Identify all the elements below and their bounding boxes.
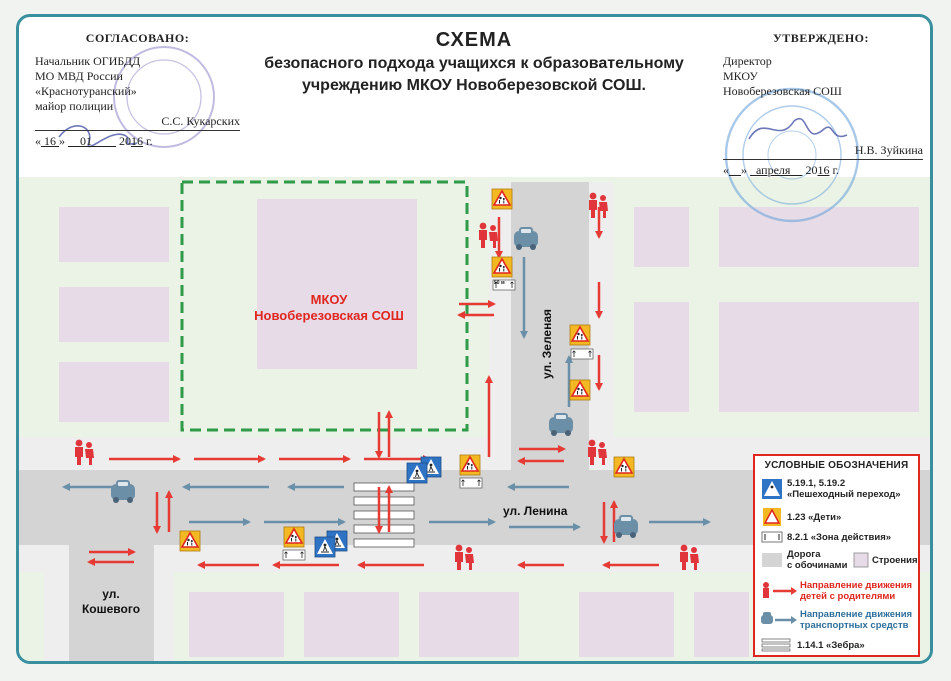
legend-item-zone: 8.2.1 «Зона действия» — [761, 531, 891, 543]
date-year-suffix: 16 — [817, 163, 830, 177]
legend-children-dir-1: Направление движения — [800, 580, 913, 591]
date-suffix: г. — [832, 163, 840, 177]
signer-name: Н.В. Зуйкина — [854, 143, 923, 157]
legend-item-zebra: 1.14.1 «Зебра» — [761, 638, 865, 652]
legend-children-dir-2: детей с родителями — [800, 591, 896, 602]
scheme-title: СХЕМА безопасного подхода учащихся к обр… — [239, 29, 709, 96]
approval-line: Начальник ОГИБДД — [35, 54, 141, 68]
legend-vehicle-dir-1: Направление движения — [800, 609, 913, 620]
legend-zone: 8.2.1 «Зона действия» — [787, 531, 892, 543]
legend-item-children: 1.23 «Дети» — [761, 508, 841, 526]
school-label: МКОУ Новоберезовская СОШ — [229, 292, 429, 324]
title-line-2: безопасного подхода учащихся к образоват… — [264, 55, 684, 72]
street-label-koshevogo-1: ул. — [102, 587, 120, 601]
legend: УСЛОВНЫЕ ОБОЗНАЧЕНИЯ 5.19.1, 5.19.2«Пеше… — [753, 454, 920, 657]
legend-item-crossing: 5.19.1, 5.19.2«Пешеходный переход» — [761, 478, 901, 500]
approval-date: « » апреля 2016 г. — [723, 163, 840, 177]
approval-caption: УТВЕРЖДЕНО: — [773, 31, 870, 45]
zone-sign-icon — [761, 531, 783, 543]
title-line-3: учреждению МКОУ Новоберезовской СОШ. — [301, 77, 646, 94]
approval-line: МО МВД России — [35, 69, 123, 83]
vehicle-direction-icon — [761, 612, 797, 624]
legend-road-1: Дорога — [787, 549, 821, 560]
road-swatch-icon — [762, 553, 782, 567]
zone-plate-text: 50 м — [494, 280, 505, 286]
approval-date: « 16 » 01 2016 г. — [35, 134, 153, 148]
legend-title: УСЛОВНЫЕ ОБОЗНАЧЕНИЯ — [764, 460, 909, 471]
legend-zebra: 1.14.1 «Зебра» — [797, 639, 865, 651]
signature-line: Н.В. Зуйкина — [723, 143, 923, 160]
street-label-koshevogo-2: Кошевого — [81, 602, 141, 616]
date-year-suffix: 16 — [131, 134, 143, 148]
scheme-frame: СОГЛАСОВАНО: Начальник ОГИБДД МО МВД Рос… — [16, 14, 933, 664]
crossing-sign-icon — [762, 479, 782, 499]
legend-crossing-2: «Пешеходный переход» — [787, 489, 901, 500]
zebra-icon — [761, 638, 791, 652]
approval-line: Новоберезовская СОШ — [723, 84, 842, 98]
signer-name: С.С. Кукарских — [161, 114, 240, 128]
date-year-prefix: 20 — [119, 134, 131, 148]
street-label-zelenaya: ул. Зеленая — [540, 308, 554, 380]
legend-vehicle-dir-2: транспортных средств — [800, 620, 909, 631]
legend-crossing-1: 5.19.1, 5.19.2 — [787, 478, 846, 489]
approval-line: МКОУ — [723, 69, 758, 83]
approval-line: «Краснотуранский» — [35, 84, 137, 98]
legend-road-2: с обочинами — [787, 560, 848, 571]
signature-line: С.С. Кукарских — [35, 114, 240, 131]
approval-line: майор полиции — [35, 99, 114, 113]
approval-line: Директор — [723, 54, 772, 68]
date-month: 01 — [80, 134, 92, 148]
date-day: 16 — [44, 134, 56, 148]
school-label-line-2: Новоберезовская СОШ — [254, 308, 404, 323]
title-line-1: СХЕМА — [435, 29, 513, 51]
street-label-lenina: ул. Ленина — [503, 504, 568, 518]
date-suffix: г. — [146, 134, 153, 148]
legend-buildings: Строения — [872, 554, 918, 566]
children-direction-icon — [763, 582, 797, 598]
approval-caption: СОГЛАСОВАНО: — [85, 31, 190, 45]
street-label-koshevogo: ул. Кошевого — [71, 587, 151, 617]
date-year-prefix: 20 — [805, 163, 818, 177]
children-sign-icon — [763, 508, 781, 526]
building-swatch-icon — [853, 552, 869, 568]
school-label-line-1: МКОУ — [310, 292, 348, 307]
legend-children: 1.23 «Дети» — [787, 511, 842, 523]
date-month: апреля — [756, 163, 791, 177]
approval-block-left: СОГЛАСОВАНО: Начальник ОГИБДД МО МВД Рос… — [35, 31, 240, 149]
approval-block-right: УТВЕРЖДЕНО: Директор МКОУ Новоберезовска… — [723, 31, 923, 178]
